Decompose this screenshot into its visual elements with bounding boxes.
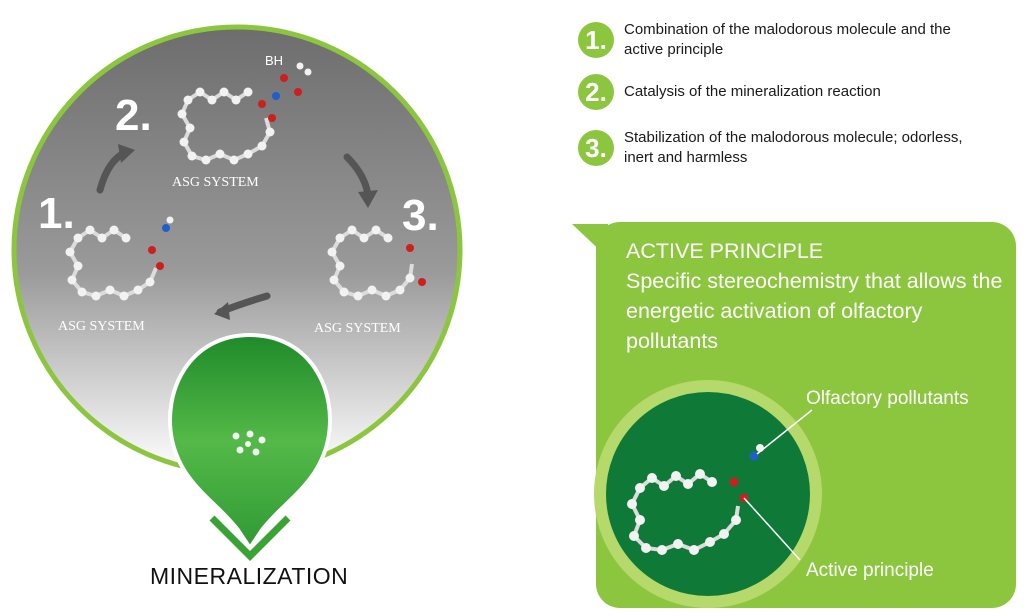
active-principle-heading: ACTIVE PRINCIPLE xyxy=(626,239,824,263)
pollutant-leader-line xyxy=(756,409,813,455)
active-principle-ring xyxy=(594,380,822,608)
bh-label: BH xyxy=(265,53,283,68)
molecule-detail xyxy=(627,444,764,555)
callout-olfactory-pollutants: Olfactory pollutants xyxy=(806,388,969,409)
legend-item-3: 3. Stabilization of the malodorous molec… xyxy=(578,128,974,168)
molecule-3 xyxy=(327,225,426,301)
asg-label-1: ASG SYSTEM xyxy=(58,319,145,334)
callout-active-principle: Active principle xyxy=(806,560,934,581)
legend-item-2: 2. Catalysis of the mineralization react… xyxy=(578,74,974,110)
mineralization-label: MINERALIZATION xyxy=(150,563,349,589)
step-number-3: 3. xyxy=(402,191,439,240)
molecule-2 xyxy=(177,62,312,165)
asg-label-2: ASG SYSTEM xyxy=(172,175,259,190)
step-number-2: 2. xyxy=(115,91,152,140)
mineralization-drop xyxy=(168,332,332,552)
active-leader-line xyxy=(743,497,801,561)
legend-badge-3: 3. xyxy=(578,130,614,166)
legend-text-2: Catalysis of the mineralization reaction xyxy=(624,83,881,100)
legend-item-1: 1. Combination of the malodorous molecul… xyxy=(578,20,974,60)
legend-text-1: Combination of the malodorous molecule a… xyxy=(624,21,951,58)
legend-badge-1: 1. xyxy=(578,22,614,58)
legend-text-3: Stabilization of the malodorous molecule… xyxy=(624,129,963,166)
active-principle-text: ACTIVE PRINCIPLE Specific stereochemistr… xyxy=(626,236,1006,356)
drop-arrow xyxy=(209,515,291,561)
step-number-1: 1. xyxy=(38,189,75,238)
molecule-1 xyxy=(65,216,174,301)
legend-badge-2: 2. xyxy=(578,74,614,110)
asg-label-3: ASG SYSTEM xyxy=(314,321,401,336)
active-principle-description: Specific stereochemistry that allows the… xyxy=(626,269,1003,353)
mineral-particles xyxy=(232,430,266,456)
